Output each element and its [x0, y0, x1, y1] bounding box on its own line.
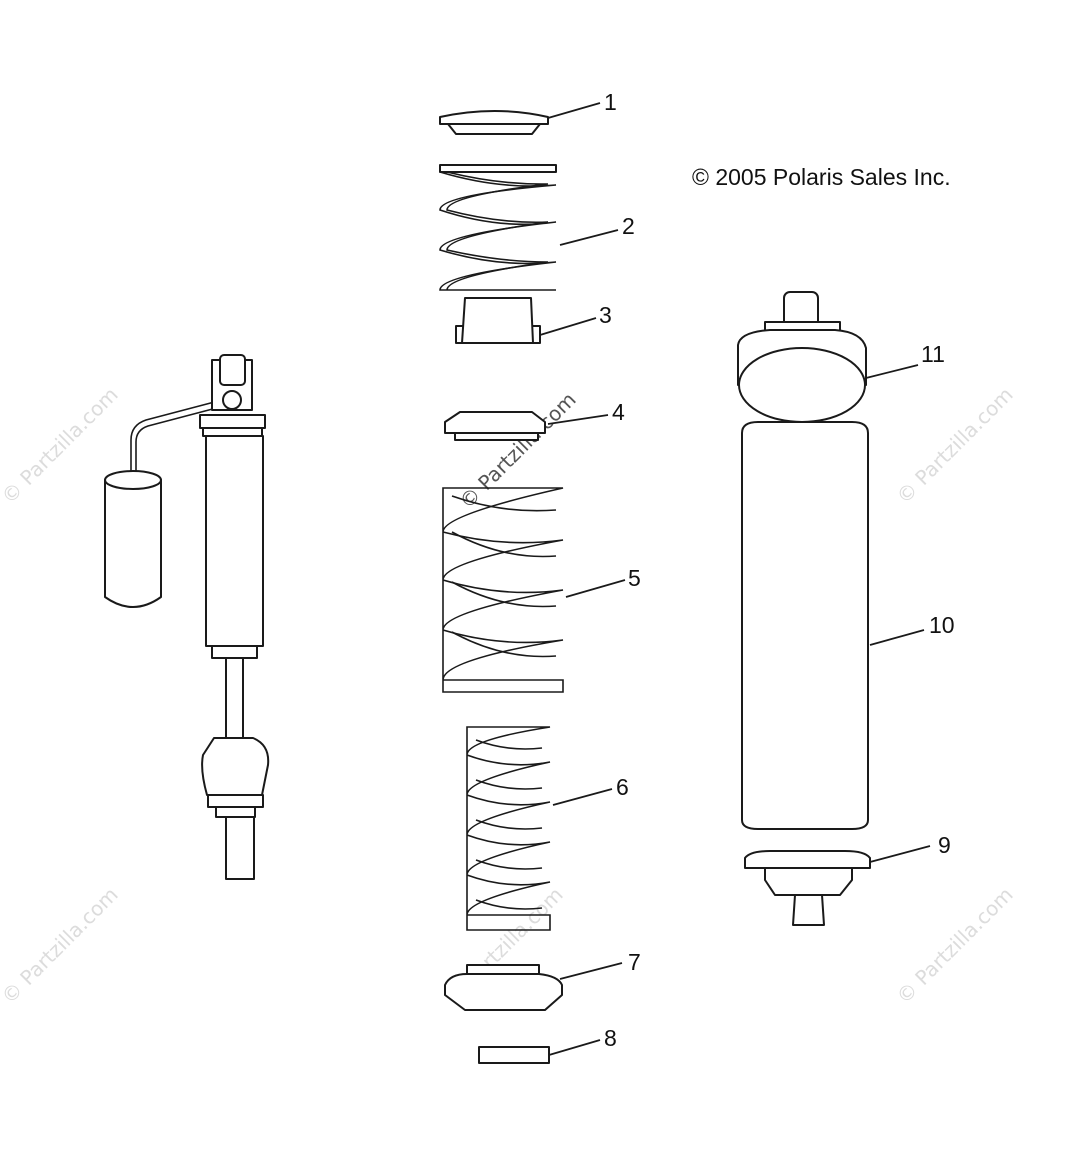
- part-4-crossover: 4: [444, 399, 625, 441]
- watermark-right-bottom: © Partzilla.com: [892, 882, 1018, 1008]
- callout-4: 4: [612, 399, 625, 425]
- callout-6: 6: [616, 774, 629, 800]
- watermark-right-top: © Partzilla.com: [892, 382, 1018, 508]
- callout-5: 5: [628, 565, 641, 591]
- part-3-bushing: 3: [455, 297, 612, 344]
- part-2-spring: 2: [439, 164, 635, 291]
- part-5-spring: 5: [442, 487, 641, 693]
- callout-8: 8: [604, 1025, 617, 1051]
- callout-11: 11: [921, 341, 945, 367]
- copyright-text: © 2005 Polaris Sales Inc.: [692, 164, 951, 190]
- callout-7: 7: [628, 949, 641, 975]
- callout-2: 2: [622, 213, 635, 239]
- callout-9: 9: [938, 832, 951, 858]
- part-9-bottom-cap: 9: [744, 832, 951, 926]
- part-10-cover-tube: 10: [741, 421, 955, 830]
- callout-10: 10: [929, 612, 955, 638]
- part-7-retainer: 7: [444, 949, 641, 1011]
- part-8-spacer: 8: [478, 1025, 617, 1064]
- callout-3: 3: [599, 302, 612, 328]
- assembled-shock: [104, 354, 270, 880]
- part-1-retainer: 1: [439, 89, 617, 135]
- part-6-spring: 6: [466, 726, 629, 931]
- part-11-cover-cap: 11: [737, 291, 945, 423]
- watermark-center: © Partzilla.com: [455, 387, 581, 513]
- watermark-left-bottom: © Partzilla.com: [0, 882, 123, 1008]
- callout-1: 1: [604, 89, 617, 115]
